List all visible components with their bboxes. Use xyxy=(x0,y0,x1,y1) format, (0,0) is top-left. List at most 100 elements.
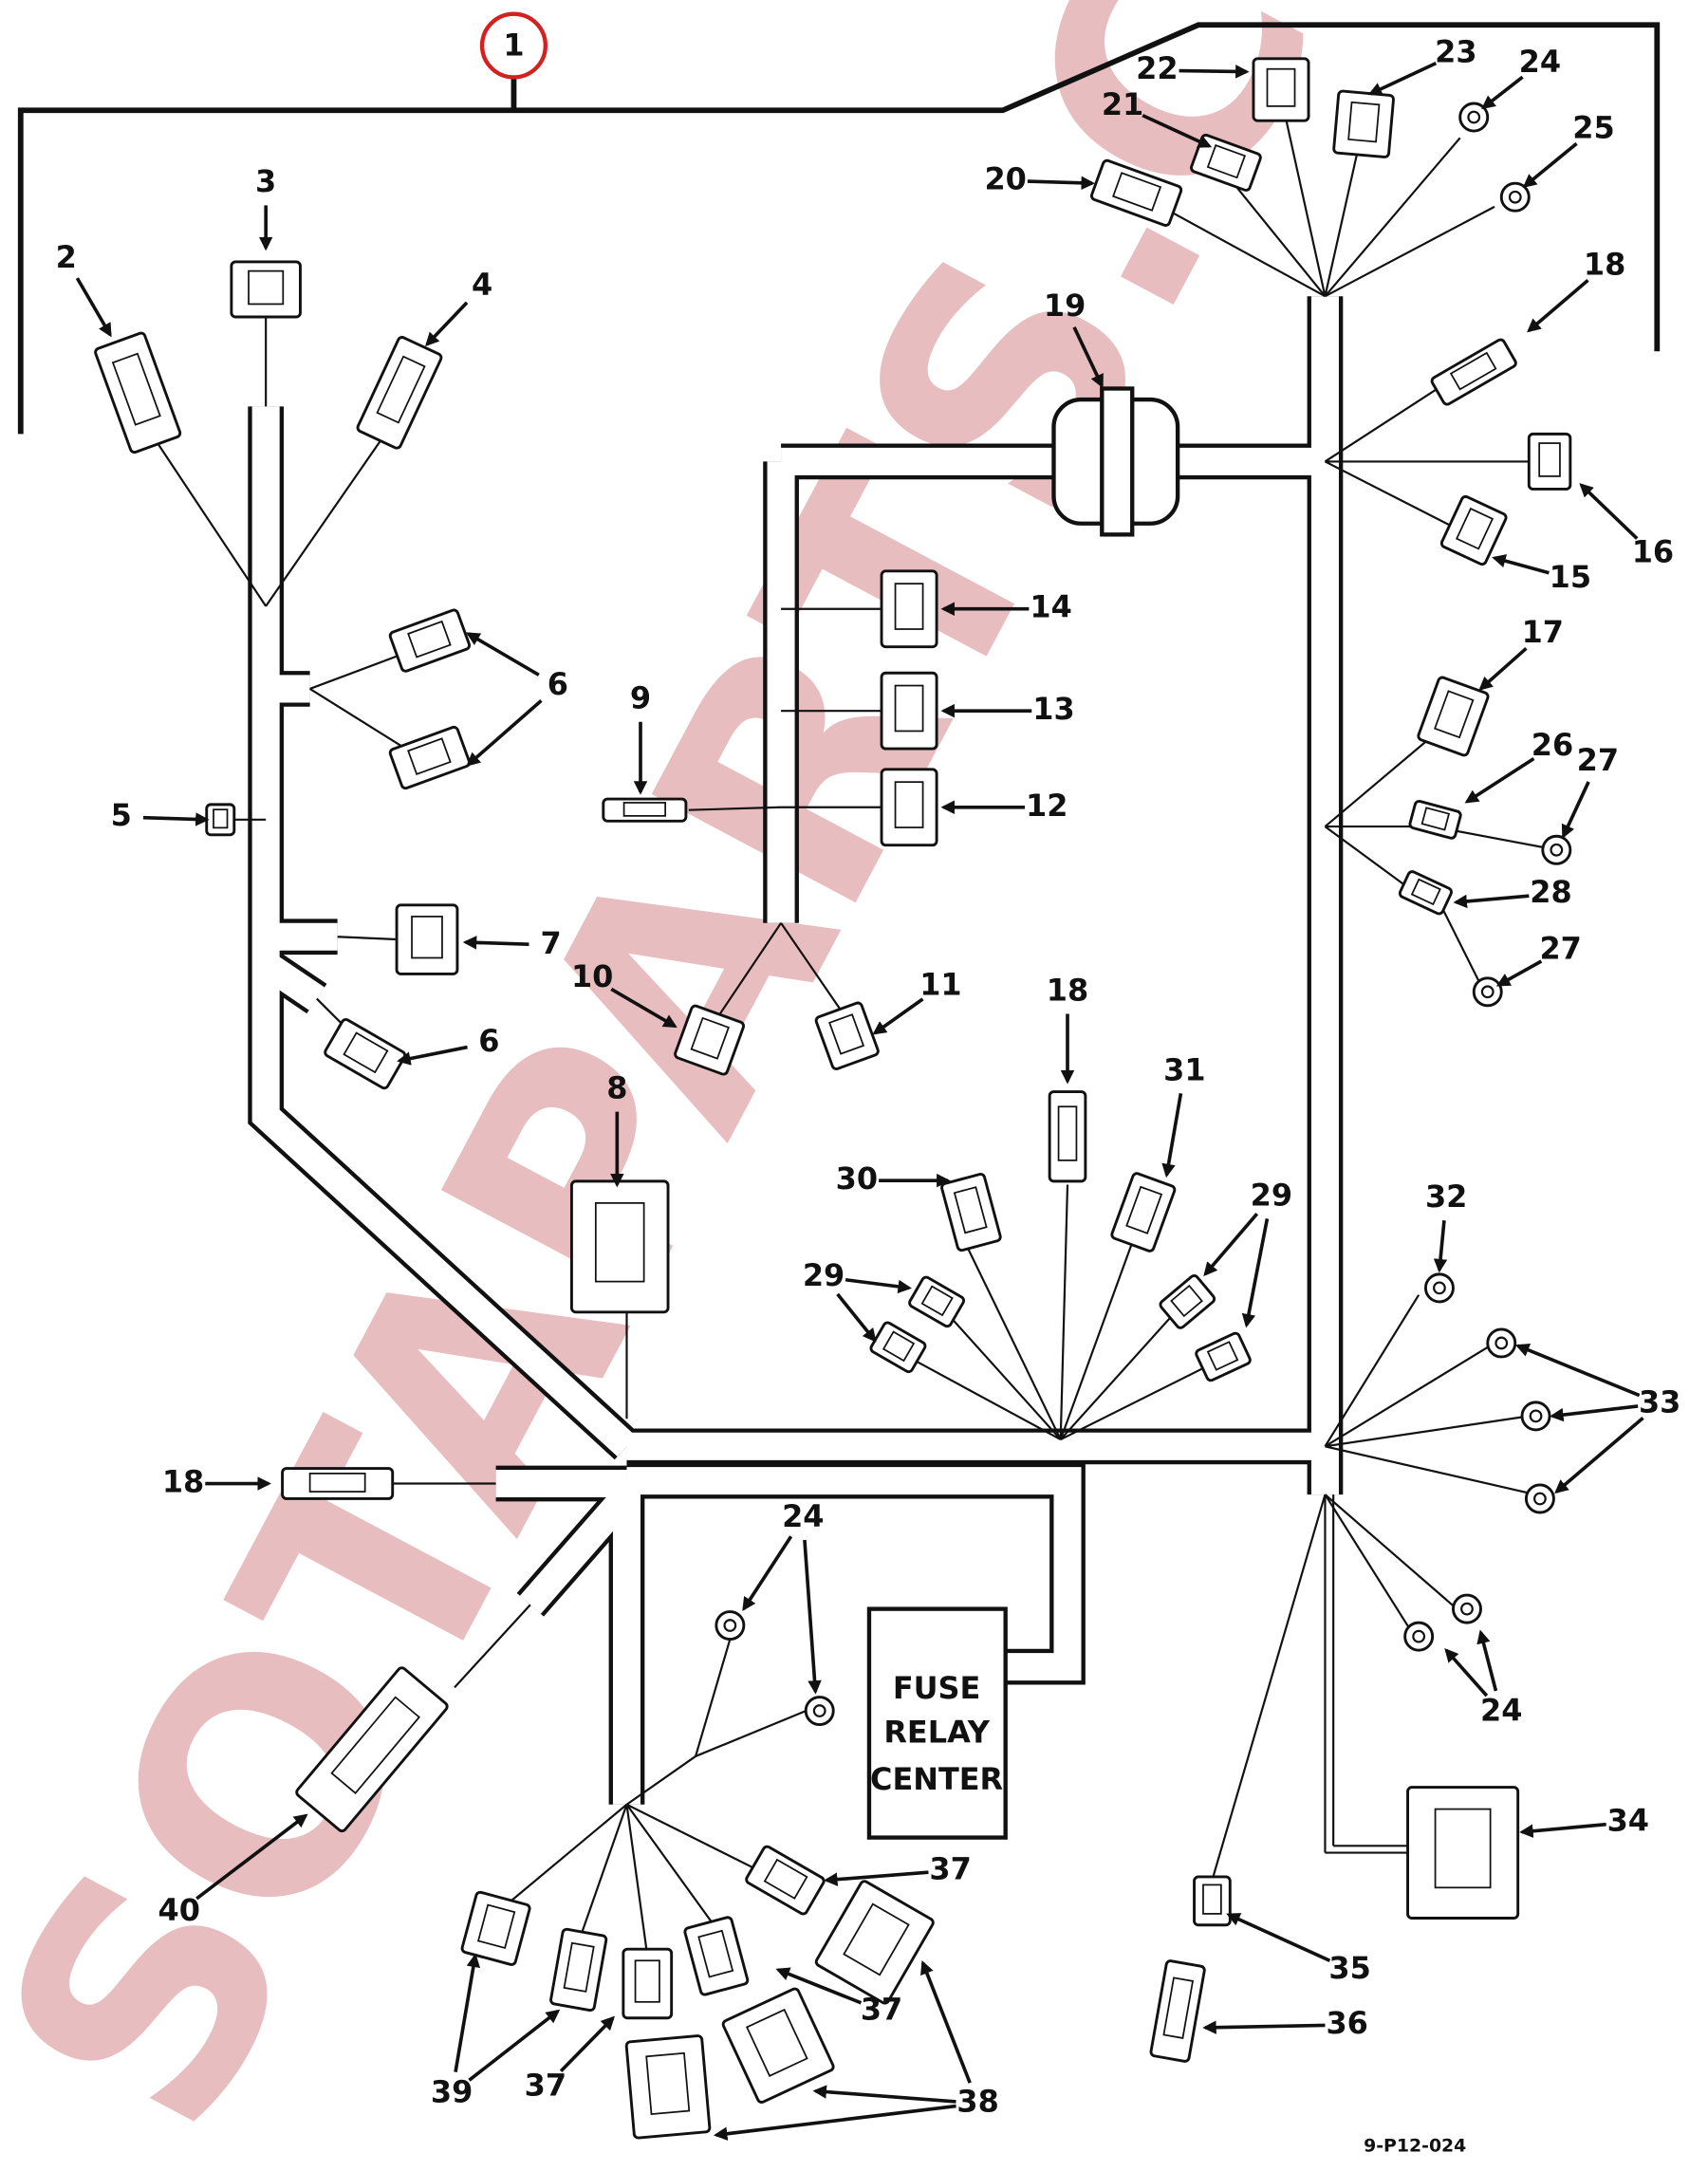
connector-cavity xyxy=(407,737,452,775)
connector-body xyxy=(94,331,182,455)
connector xyxy=(869,1321,927,1374)
callout-arrow xyxy=(462,936,529,950)
wire xyxy=(1279,96,1327,297)
callout-arrow xyxy=(1522,141,1578,188)
wire xyxy=(1324,1342,1495,1448)
callout-label-27: 27 xyxy=(1577,742,1619,778)
callout-arrow xyxy=(75,277,112,338)
connector-body xyxy=(1159,1274,1216,1329)
callout-arrow xyxy=(1481,75,1524,110)
connector-cavity xyxy=(594,1202,645,1283)
connector xyxy=(1110,1172,1177,1252)
wire xyxy=(715,922,782,1020)
callout-1-label: 1 xyxy=(503,27,524,63)
wire xyxy=(1059,1212,1144,1440)
connector-body xyxy=(1195,1331,1252,1382)
ring-terminal-hole xyxy=(812,1704,826,1717)
callout-arrow xyxy=(454,1953,481,2072)
callout-label-30: 30 xyxy=(836,1160,878,1197)
connector-body xyxy=(1408,799,1462,840)
callout-arrow xyxy=(1554,1417,1644,1494)
wire xyxy=(1059,1184,1069,1440)
wire xyxy=(936,1301,1062,1440)
connector-body xyxy=(1048,1090,1087,1183)
connector-body xyxy=(622,1947,674,2020)
callout-arrow xyxy=(1519,1822,1606,1838)
callout-label-17: 17 xyxy=(1522,614,1564,650)
connector xyxy=(1439,494,1508,566)
connector xyxy=(1048,1090,1087,1183)
wire xyxy=(1324,137,1461,297)
connector-cavity xyxy=(1057,1105,1078,1161)
ring-terminal-hole xyxy=(1412,1629,1426,1643)
connector xyxy=(814,1880,935,2005)
connector-cavity xyxy=(634,1959,660,2003)
connector-cavity xyxy=(1456,507,1494,550)
connector xyxy=(94,331,182,455)
ring-terminal-hole xyxy=(1533,1492,1547,1506)
callout-arrow xyxy=(1561,781,1590,839)
wire xyxy=(1324,1494,1413,1633)
wire xyxy=(1324,1294,1420,1447)
wire xyxy=(625,1804,717,1930)
callout-label-38: 38 xyxy=(956,2084,998,2120)
callout-arrow xyxy=(1476,1629,1498,1692)
connector-body xyxy=(1252,57,1310,122)
callout-label-39: 39 xyxy=(431,2074,473,2110)
callout-label-32: 32 xyxy=(1425,1178,1467,1215)
callout-arrow xyxy=(468,2009,561,2082)
ring-terminal-hole xyxy=(1467,110,1481,124)
callout-label-2: 2 xyxy=(56,239,77,275)
connector-cavity xyxy=(645,2051,691,2115)
connector-body xyxy=(745,1845,826,1916)
connector xyxy=(940,1173,1002,1252)
callout-arrow xyxy=(195,1813,308,1901)
connector-cavity xyxy=(1202,1883,1222,1915)
callout-label-31: 31 xyxy=(1163,1051,1205,1087)
callout-label-18: 18 xyxy=(1047,972,1088,1008)
connector-body xyxy=(880,768,938,847)
connector-cavity xyxy=(563,1941,595,1993)
callout-label-18: 18 xyxy=(162,1464,204,1500)
connector-body xyxy=(1406,1786,1520,1920)
callout-arrows xyxy=(75,61,1644,2141)
callout-label-24: 24 xyxy=(782,1498,824,1534)
harness-tube-fill xyxy=(258,953,325,1011)
connector-cavity xyxy=(894,583,924,630)
callout-label-19: 19 xyxy=(1044,288,1086,324)
callout-label-33: 33 xyxy=(1639,1383,1680,1420)
connector-cavity xyxy=(763,1858,808,1900)
connector-cavity xyxy=(376,355,426,424)
connector-body xyxy=(880,569,938,649)
callout-label-28: 28 xyxy=(1530,874,1571,910)
connector xyxy=(295,1666,449,1833)
connector-cavity xyxy=(1112,172,1162,212)
connector-body xyxy=(940,1173,1002,1252)
callout-arrow xyxy=(397,1045,468,1066)
connector xyxy=(1193,1875,1232,1927)
ring-terminal-hole xyxy=(1529,1409,1543,1423)
ring-terminal-hole xyxy=(1433,1281,1446,1295)
callout-circle xyxy=(479,11,548,80)
callout-arrow xyxy=(1527,278,1589,333)
callout-arrow xyxy=(466,698,543,767)
callout-arrow xyxy=(1453,894,1530,909)
harness-wires xyxy=(137,96,1544,1957)
callout-label-36: 36 xyxy=(1326,2005,1367,2041)
callout-label-18: 18 xyxy=(1584,246,1625,282)
wire xyxy=(137,413,268,607)
wire xyxy=(625,1803,766,1875)
connector xyxy=(1408,799,1462,840)
connector-cavity xyxy=(1162,1976,1195,2039)
connector-body xyxy=(869,1321,927,1374)
connector xyxy=(1332,89,1395,158)
wire xyxy=(1324,460,1461,531)
callout-arrow xyxy=(742,1535,793,1612)
callout-label-23: 23 xyxy=(1435,34,1476,70)
callout-label-15: 15 xyxy=(1550,559,1591,595)
callout-arrow xyxy=(1495,959,1543,987)
callout-arrow xyxy=(1226,1913,1331,1962)
wire xyxy=(577,1804,628,1943)
connector-cavity xyxy=(1434,690,1475,739)
